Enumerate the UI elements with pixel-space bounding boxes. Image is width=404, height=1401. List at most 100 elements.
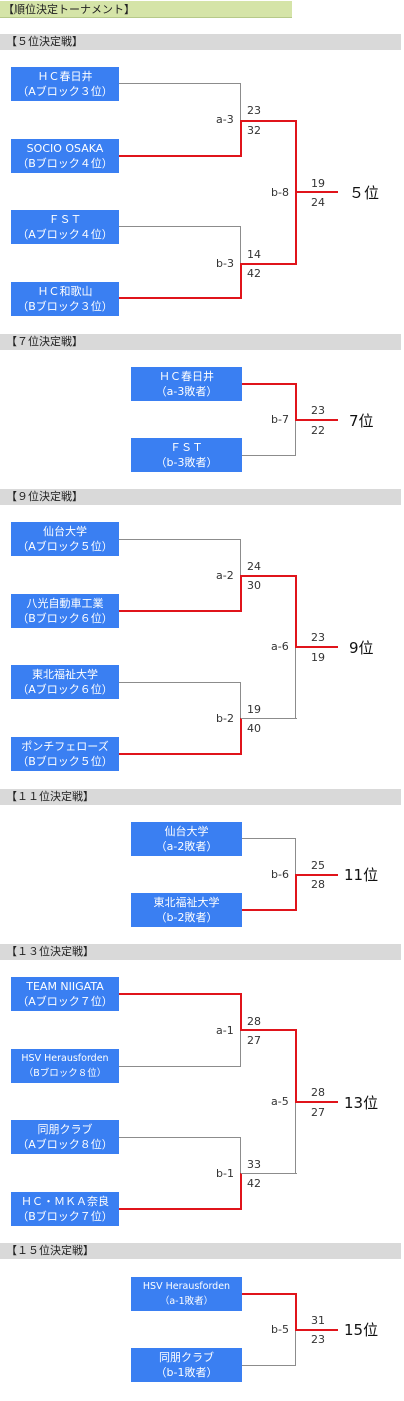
team-name: 東北福祉大学 [153, 896, 220, 909]
score: 32 [247, 124, 261, 137]
team-note: （Aブロック７位） [17, 995, 113, 1008]
team-box[interactable]: 東北福祉大学 （b-2敗者） [131, 893, 242, 927]
score: 30 [247, 579, 261, 592]
score: 42 [247, 267, 261, 280]
match-id: b-7 [271, 413, 289, 426]
bracket-line [241, 1173, 297, 1174]
score: 19 [311, 651, 325, 664]
match-id: b-3 [216, 257, 234, 270]
bracket-line-winner [295, 1293, 297, 1331]
bracket-line-winner [240, 1173, 242, 1210]
team-note: （b-2敗者） [155, 911, 218, 924]
team-box[interactable]: 同朋クラブ （b-1敗者） [131, 1348, 242, 1382]
match-id: b-1 [216, 1167, 234, 1180]
team-note: （Aブロック５位） [17, 540, 113, 553]
bracket-line-winner [295, 874, 338, 876]
team-box[interactable]: 東北福祉大学 （Aブロック６位） [11, 665, 119, 699]
bracket-line [119, 226, 241, 227]
team-box[interactable]: ＨＣ春日井（a-3敗者） [131, 367, 242, 401]
score: 28 [311, 1086, 325, 1099]
team-name: 同朋クラブ [37, 1123, 93, 1136]
score: 24 [247, 560, 261, 573]
score: 28 [247, 1015, 261, 1028]
bracket-line [240, 539, 241, 575]
team-box[interactable]: 八光自動車工業（Bブロック６位） [11, 594, 119, 628]
team-box[interactable]: ＦＳＴ（Aブロック４位） [11, 210, 119, 244]
team-note: （b-1敗者） [155, 1366, 218, 1379]
team-name: TEAM NIIGATA [26, 980, 104, 993]
bracket-line-winner [295, 575, 297, 647]
match-id: b-5 [271, 1323, 289, 1336]
score: 27 [311, 1106, 325, 1119]
bracket-line-winner [295, 191, 338, 193]
team-note: （Bブロック７位） [17, 1210, 113, 1223]
bracket-line [119, 539, 241, 540]
team-box[interactable]: ＨＣ和歌山 （Bブロック３位） [11, 282, 119, 316]
match-id: a-1 [216, 1024, 234, 1037]
team-note: （Bブロック３位） [17, 300, 113, 313]
bracket-line [119, 1066, 241, 1067]
score: 27 [247, 1034, 261, 1047]
score: 40 [247, 722, 261, 735]
team-box[interactable]: HSV Herausforden （Bブロック８位） [11, 1049, 119, 1083]
team-note: （b-3敗者） [155, 456, 218, 469]
score: 23 [311, 404, 325, 417]
bracket-line-winner [119, 753, 242, 755]
team-box[interactable]: HSV Herausforden（a-1敗者） [131, 1277, 242, 1311]
team-note: （Aブロック３位） [17, 85, 113, 98]
bracket-line [295, 838, 296, 874]
bracket-line-winner [240, 575, 242, 612]
bracket-line [119, 1137, 241, 1138]
team-note: （Bブロック５位） [17, 755, 113, 768]
bracket-line-winner [295, 1329, 338, 1331]
bracket-line [295, 1331, 296, 1366]
team-box[interactable]: 仙台大学 （Aブロック５位） [11, 522, 119, 556]
match-id: a-3 [216, 113, 234, 126]
bracket-line [240, 682, 241, 718]
bracket-line-winner [295, 1101, 338, 1103]
score: 23 [311, 631, 325, 644]
score: 22 [311, 424, 325, 437]
bracket-line [240, 1030, 241, 1067]
team-box[interactable]: 同朋クラブ（Aブロック８位） [11, 1120, 119, 1154]
score: 19 [311, 177, 325, 190]
score: 19 [247, 703, 261, 716]
team-box[interactable]: 仙台大学（a-2敗者） [131, 822, 242, 856]
bracket-line-winner [240, 575, 297, 577]
team-note: （Bブロック８位） [23, 1068, 107, 1079]
rank-label: 9位 [349, 639, 374, 657]
team-name: HSV Herausforden [21, 1053, 109, 1064]
bracket-line-winner [240, 263, 297, 265]
bracket-line [119, 682, 241, 683]
bracket-line-winner [295, 874, 297, 911]
team-name: 東北福祉大学 [32, 668, 98, 681]
bracket-line [240, 83, 241, 120]
team-box[interactable]: ＨＣ春日井（Aブロック３位） [11, 67, 119, 101]
bracket-line-winner [119, 155, 242, 157]
team-box[interactable]: SOCIO OSAKA（Bブロック４位） [11, 139, 119, 173]
team-name: ＨＣ和歌山 [37, 285, 93, 298]
bracket-line-winner [119, 610, 242, 612]
section-header-13th: 【１３位決定戦】 [0, 944, 401, 960]
bracket-line-winner [240, 718, 242, 755]
score: 24 [311, 196, 325, 209]
match-id: b-6 [271, 868, 289, 881]
team-box[interactable]: ＨＣ・ＭＫＡ奈良（Bブロック７位） [11, 1192, 119, 1226]
match-id: b-2 [216, 712, 234, 725]
match-id: a-5 [271, 1095, 289, 1108]
bracket-line [119, 83, 241, 84]
team-note: （a-2敗者） [155, 840, 218, 853]
bracket-line-winner [295, 646, 338, 648]
bracket-line-winner [240, 263, 242, 299]
team-name: 仙台大学 [43, 525, 87, 538]
team-name: 同朋クラブ [159, 1351, 214, 1364]
bracket-line [295, 1102, 296, 1174]
bracket-line-winner [242, 383, 297, 385]
team-box[interactable]: ポンチフェローズ（Bブロック５位） [11, 737, 119, 771]
team-box[interactable]: ＦＳＴ（b-3敗者） [131, 438, 242, 472]
bracket-line [242, 455, 296, 456]
match-id: a-6 [271, 640, 289, 653]
team-box[interactable]: TEAM NIIGATA （Aブロック７位） [11, 977, 119, 1011]
rank-label: 13位 [344, 1094, 379, 1112]
team-note: （Aブロック６位） [17, 683, 113, 696]
